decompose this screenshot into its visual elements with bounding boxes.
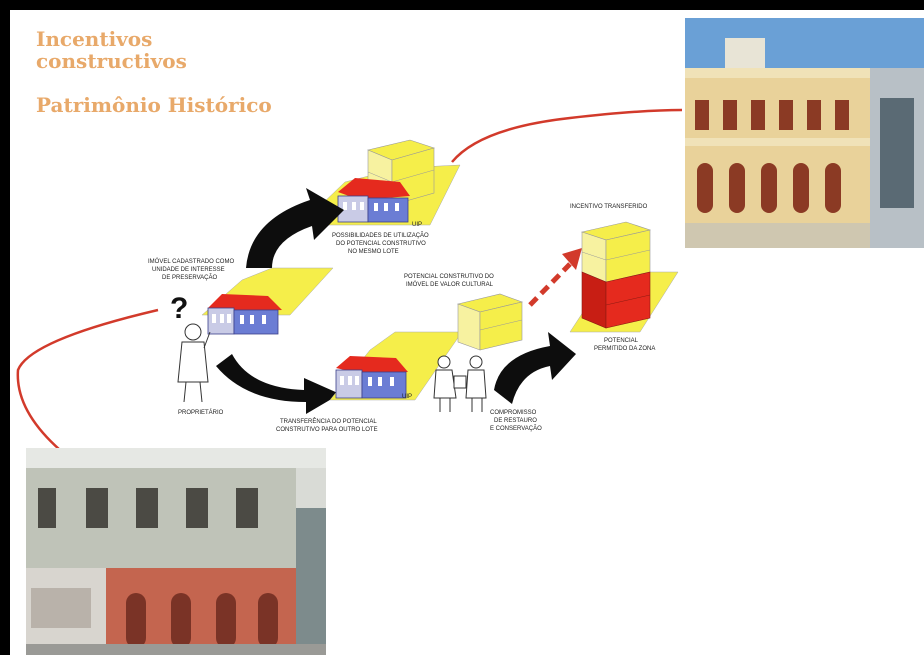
label-property-1: IMÓVEL CADASTRADO COMO xyxy=(148,258,234,265)
slide: ? xyxy=(10,10,924,655)
question-mark: ? xyxy=(170,292,188,325)
label-same-lot-2: DO POTENCIAL CONSTRUTIVO xyxy=(336,241,426,247)
arrow-up-curve xyxy=(246,188,344,268)
agreement-figures xyxy=(433,355,487,412)
arrow-right-curve xyxy=(494,332,576,404)
label-same-lot-3: NO MESMO LOTE xyxy=(348,249,399,255)
bottom-lot xyxy=(329,331,463,401)
label-uip-bottom: UIP xyxy=(402,394,412,400)
label-transfer-2: CONSTRUTIVO PARA OUTRO LOTE xyxy=(276,427,378,433)
label-property-3: DE PRESERVAÇÃO xyxy=(162,274,217,281)
cultural-potential-cube xyxy=(456,293,524,351)
slide-title-line-1: Incentivos xyxy=(36,27,153,51)
incentive-diagram: ? xyxy=(16,108,683,482)
label-property-2: UNIDADE DE INTERESSE xyxy=(152,267,225,273)
label-cultural-2: IMÓVEL DE VALOR CULTURAL xyxy=(406,281,494,288)
label-owner: PROPRIETÁRIO xyxy=(178,409,224,416)
label-cultural-1: POTENCIAL CONSTRUTIVO DO xyxy=(404,274,494,280)
slide-subtitle: Patrimônio Histórico xyxy=(36,93,272,117)
label-commit-1: COMPROMISSO xyxy=(490,410,537,416)
center-lot xyxy=(201,267,334,335)
slide-title-line-2: constructivos xyxy=(36,49,187,73)
photo-restored-building xyxy=(685,18,924,248)
label-uip-top: UIP xyxy=(412,222,422,228)
connector-line-top xyxy=(451,108,683,163)
label-commit-2: DE RESTAURO xyxy=(494,418,537,424)
label-same-lot-1: POSSIBILIDADES DE UTILIZAÇÃO xyxy=(332,232,429,239)
label-zone-1: POTENCIAL xyxy=(604,338,639,344)
owner-figure xyxy=(177,323,211,403)
dashed-transfer-arrow xyxy=(528,248,582,307)
arrow-down-curve xyxy=(216,354,340,414)
label-commit-3: E CONSERVAÇÃO xyxy=(490,425,542,432)
label-transfer-1: TRANSFERÊNCIA DO POTENCIAL xyxy=(280,417,377,425)
photo-deteriorated-building xyxy=(26,448,326,655)
top-house xyxy=(337,178,410,223)
label-zone-2: PERMITIDO DA ZONA xyxy=(594,346,655,352)
zone-potential-tower xyxy=(569,221,679,333)
label-incentive: INCENTIVO TRANSFERIDO xyxy=(570,204,648,210)
